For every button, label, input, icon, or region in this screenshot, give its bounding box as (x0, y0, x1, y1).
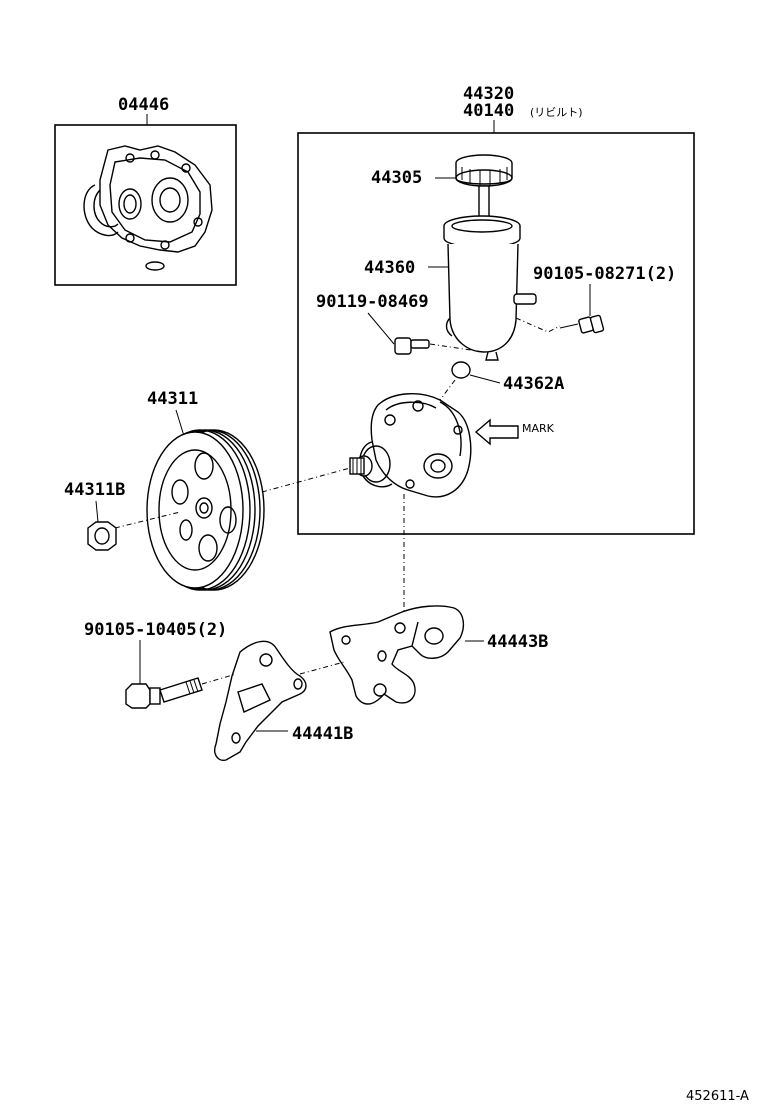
label-bolt-bracket[interactable]: 90105-10405(2) (84, 620, 227, 640)
label-pulley-nut[interactable]: 44311B (64, 480, 125, 500)
label-bolt-reservoir-right[interactable]: 90105-08271(2) (533, 264, 676, 284)
label-o-ring[interactable]: 44362A (503, 374, 564, 394)
label-reservoir-cap[interactable]: 44305 (371, 168, 422, 188)
bolt-reservoir-right (559, 314, 605, 334)
label-pump-rebuilt[interactable]: 40140 (463, 101, 514, 121)
bolt-reservoir-left (394, 337, 430, 355)
pump-body (349, 392, 472, 498)
label-pump-assy[interactable]: 44320 (463, 84, 514, 104)
reservoir (443, 215, 537, 361)
pulley (146, 429, 265, 591)
pump-assembly-box (297, 132, 695, 535)
bolt-bracket (125, 677, 203, 709)
label-pulley[interactable]: 44311 (147, 389, 198, 409)
mark-arrow-icon (474, 418, 519, 446)
gasket-kit-box (54, 124, 237, 286)
bracket-upper (329, 605, 465, 705)
gasket-kit-group: 04446 (54, 95, 237, 286)
label-bracket-lower[interactable]: 44441B (292, 724, 353, 744)
o-ring (451, 361, 471, 379)
label-bolt-reservoir-left[interactable]: 90119-08469 (316, 292, 429, 312)
pulley-nut (87, 521, 117, 551)
label-gasket-kit[interactable]: 04446 (118, 95, 169, 115)
label-reservoir[interactable]: 44360 (364, 258, 415, 278)
label-mark: MARK (522, 422, 555, 435)
label-rebuilt-note: (リビルト) (530, 106, 583, 119)
pulley-group: 44311 (114, 389, 351, 591)
reservoir-cap (455, 154, 513, 221)
pump-assembly-group: 44320 40140 (リビルト) 44305 44360 (297, 84, 695, 535)
gasket-kit-illustration (83, 145, 213, 271)
label-bracket-upper[interactable]: 44443B (487, 632, 548, 652)
bracket-lower (214, 640, 307, 761)
diagram-code: 452611-A (686, 1089, 749, 1104)
